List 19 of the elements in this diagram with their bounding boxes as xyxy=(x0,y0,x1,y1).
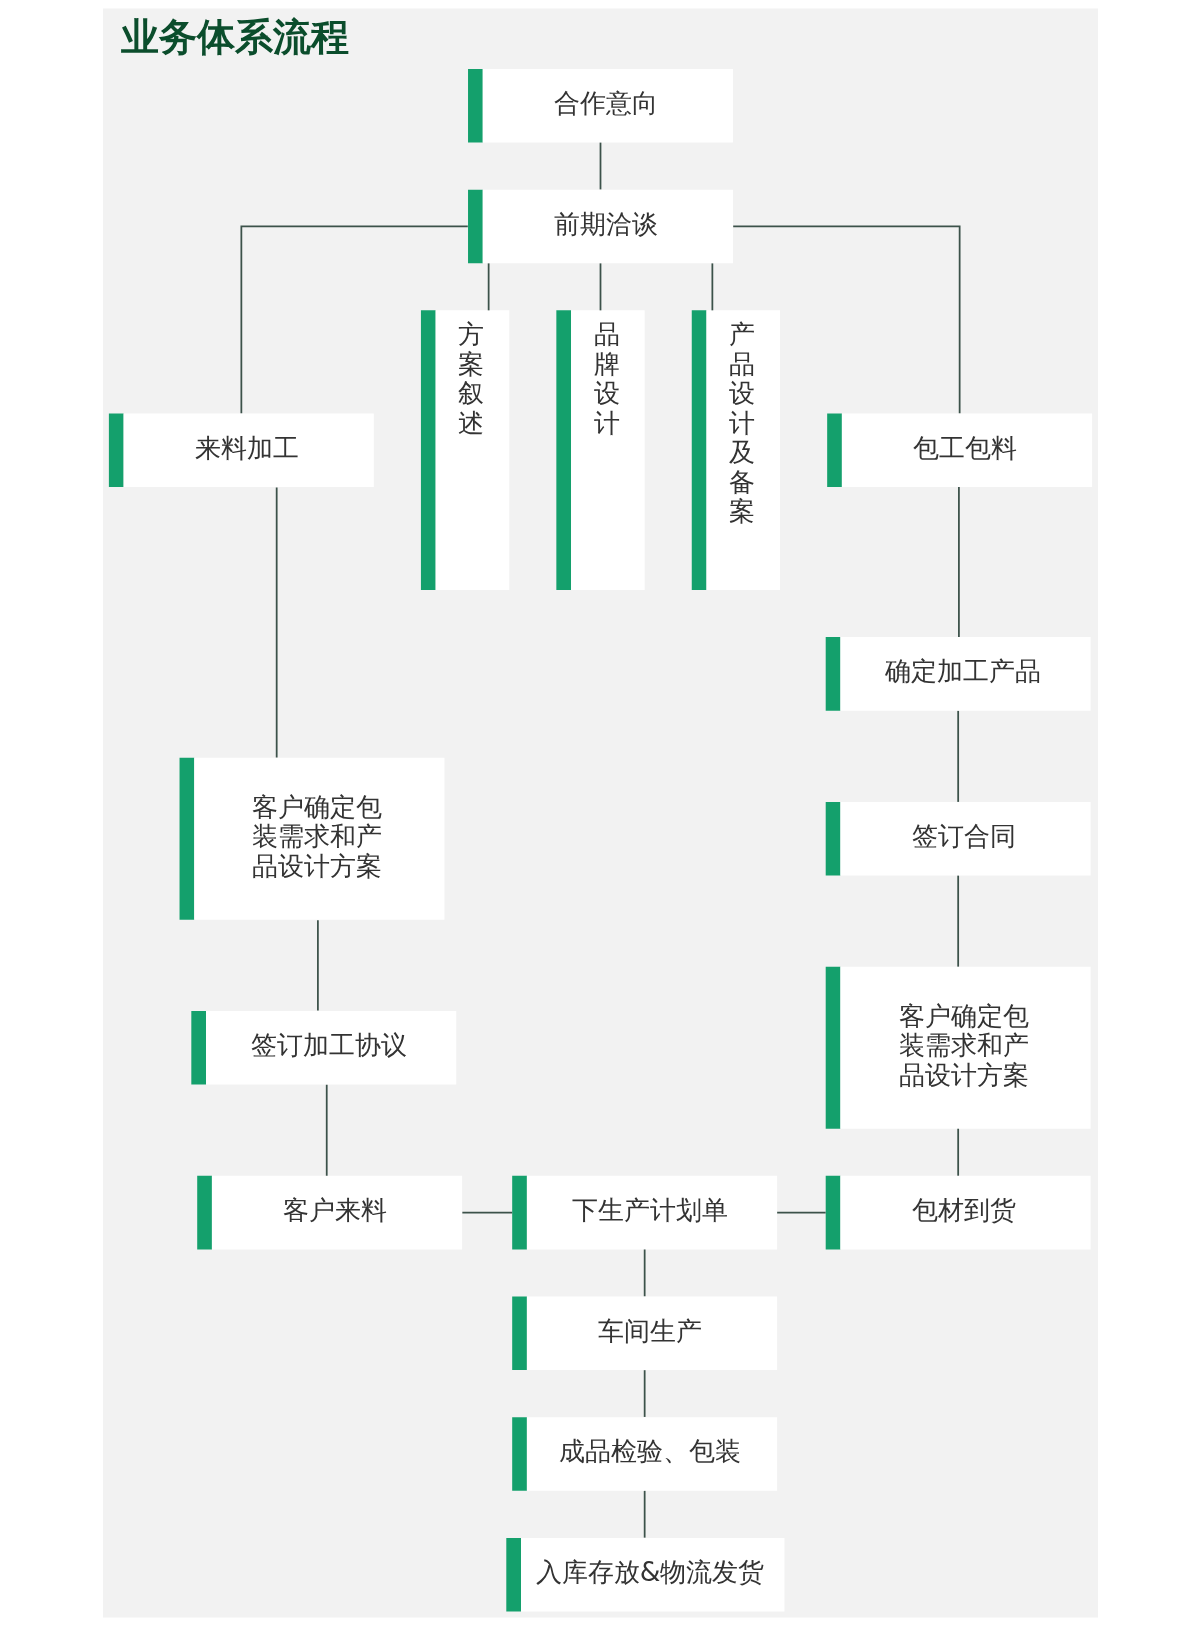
connector xyxy=(643,1369,646,1418)
connector xyxy=(239,225,469,415)
diagram-title: 业务体系流程 xyxy=(120,13,349,59)
connector xyxy=(956,1127,959,1177)
connector xyxy=(956,874,959,968)
connector xyxy=(957,486,960,638)
connector xyxy=(460,1211,513,1214)
connector xyxy=(643,1248,646,1298)
connector xyxy=(325,1083,328,1177)
connector xyxy=(643,1490,646,1539)
connector xyxy=(487,262,490,312)
connector xyxy=(775,1211,827,1214)
connector xyxy=(731,225,961,415)
connector xyxy=(599,141,601,191)
connector xyxy=(316,919,319,1012)
connector xyxy=(275,486,278,759)
connector xyxy=(710,262,713,312)
connector xyxy=(956,710,959,803)
connector xyxy=(599,262,601,312)
